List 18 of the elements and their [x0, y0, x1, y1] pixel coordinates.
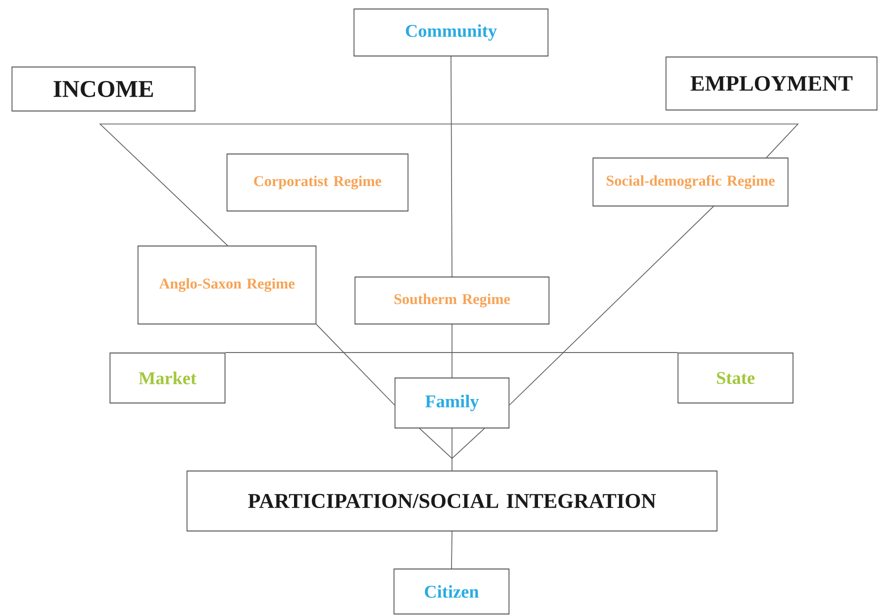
connector-line — [450, 56, 452, 277]
concept-box: Citizen — [394, 568, 510, 614]
heading-box: INCOME — [12, 66, 196, 112]
concept-box: Market — [110, 352, 226, 404]
connector-line — [225, 352, 678, 353]
regime-box: Corporatist Regime — [226, 154, 408, 212]
concept-box: Family — [394, 378, 510, 428]
regime-box: Social-demografic Regime — [592, 158, 788, 206]
regime-box: Southerm Regime — [354, 276, 550, 324]
connector-line — [99, 124, 799, 246]
concept-box: Community — [354, 8, 548, 56]
connector-line — [316, 324, 395, 406]
regime-box: Anglo-Saxon Regime — [138, 246, 316, 324]
connector-line — [451, 531, 452, 569]
heading-box: EMPLOYMENT — [666, 56, 878, 110]
outcome-box: PARTICIPATION/SOCIAL INTEGRATION — [186, 470, 718, 532]
concept-box: State — [678, 352, 794, 404]
connector-line — [509, 206, 714, 406]
